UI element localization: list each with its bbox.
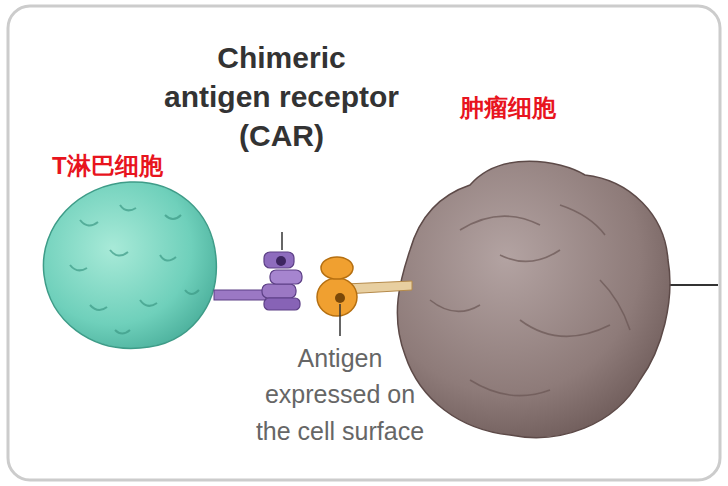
leader-line bbox=[281, 232, 283, 250]
car-domain bbox=[262, 284, 296, 298]
frame bbox=[8, 6, 720, 480]
car-domain bbox=[270, 270, 302, 284]
car-domain bbox=[264, 298, 300, 310]
antigen bbox=[321, 257, 353, 279]
car-stalk bbox=[214, 290, 266, 300]
component-label: Chimeric antigen receptor (CAR) bbox=[162, 38, 401, 155]
car-domain bbox=[264, 252, 294, 268]
cell-label: 肿瘤细胞 bbox=[460, 94, 556, 123]
antigen bbox=[317, 278, 357, 316]
leader-line bbox=[339, 304, 341, 336]
tumor-cell bbox=[397, 161, 670, 437]
antigen-dot bbox=[335, 293, 345, 303]
car-dot bbox=[276, 256, 286, 266]
annotation-label: Antigen expressed on the cell surface bbox=[250, 340, 430, 449]
t-cell bbox=[43, 182, 216, 348]
cell-label: T淋巴细胞 bbox=[52, 152, 163, 181]
leader-line bbox=[668, 284, 718, 286]
